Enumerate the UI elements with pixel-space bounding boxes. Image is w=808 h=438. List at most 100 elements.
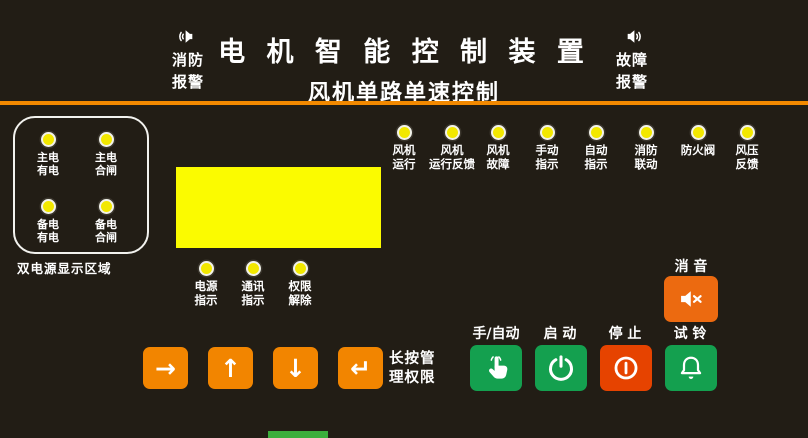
indicator-comm: 通讯 指示 <box>227 261 279 307</box>
indicator-label: 备电 <box>37 218 59 231</box>
indicator-label: 电源 <box>194 279 218 293</box>
test-bell-button[interactable] <box>665 345 717 391</box>
manual-auto-label: 手/自动 <box>472 326 520 342</box>
mute-label: 消 音 <box>674 259 708 275</box>
fault-alarm: 故障 报警 <box>606 25 658 93</box>
indicator-label: 故障 <box>486 156 510 171</box>
lcd-display <box>176 167 381 248</box>
fan-fault-led <box>490 125 506 140</box>
manual-led <box>539 125 555 140</box>
tap-hand-icon <box>488 356 508 379</box>
fire-alarm: 消防 报警 <box>162 25 214 93</box>
indicator-label: 自动 <box>584 143 608 157</box>
power-led <box>198 261 214 276</box>
bell-icon <box>680 356 702 379</box>
nav-hint-line1: 长按管 <box>389 351 436 367</box>
indicator-label: 风压 <box>735 143 759 157</box>
indicator-fan-run: 风机 运行 <box>378 125 430 171</box>
indicator-label: 风机 <box>486 143 510 157</box>
fault-alarm-label-line1: 故障 <box>615 51 648 69</box>
title-block: 电 机 智 能 控 制 装 置 风机单路单速控制 <box>0 30 808 107</box>
indicator-label: 运行反馈 <box>429 156 475 171</box>
bottom-edge-strip <box>268 431 328 438</box>
manual-auto-button[interactable] <box>470 345 522 391</box>
indicator-permission: 权限 解除 <box>274 261 326 307</box>
indicator-main-power-closed: 主电 合闸 <box>78 132 134 177</box>
indicator-label: 权限 <box>288 279 312 293</box>
fault-alarm-label-line2: 报警 <box>615 73 648 91</box>
indicator-auto: 自动 指示 <box>570 125 622 171</box>
permission-led <box>292 261 308 276</box>
nav-hint: 长按管 理权限 <box>389 350 436 388</box>
indicator-fan-run-feedback: 风机 运行反馈 <box>426 125 478 171</box>
indicator-label: 解除 <box>288 292 312 307</box>
device-title: 电 机 智 能 控 制 装 置 <box>218 37 590 68</box>
fire-damper-led <box>690 125 706 140</box>
indicator-label: 防火阀 <box>680 143 716 157</box>
indicator-label: 指示 <box>241 292 265 307</box>
indicator-power: 电源 指示 <box>180 261 232 307</box>
indicator-label: 主电 <box>95 151 117 164</box>
dual-power-panel: 主电 有电 主电 合闸 备电 有电 备电 合闸 <box>13 116 149 254</box>
nav-enter-button[interactable]: ↵ <box>338 347 383 389</box>
enter-arrow-icon: ↵ <box>350 353 371 383</box>
indicator-label: 指示 <box>584 156 608 171</box>
up-arrow-icon: ↑ <box>220 353 241 383</box>
indicator-label: 合闸 <box>95 231 117 244</box>
indicator-label: 有电 <box>37 164 59 177</box>
indicator-label: 运行 <box>392 156 416 171</box>
indicator-label: 消防 <box>634 143 658 157</box>
comm-led <box>245 261 261 276</box>
stop-circle-icon <box>614 356 638 380</box>
down-arrow-icon: ↓ <box>285 353 306 383</box>
fire-linkage-led <box>638 125 654 140</box>
indicator-label: 风机 <box>392 143 416 157</box>
nav-up-button[interactable]: ↑ <box>208 347 253 389</box>
power-icon <box>549 355 573 381</box>
fan-run-led <box>396 125 412 140</box>
air-pressure-feedback-led <box>739 125 755 140</box>
indicator-label: 合闸 <box>95 164 117 177</box>
fire-alarm-label-line1: 消防 <box>171 51 204 69</box>
mute-speaker-icon <box>681 291 702 307</box>
nav-down-button[interactable]: ↓ <box>273 347 318 389</box>
indicator-backup-power-on: 备电 有电 <box>20 199 76 244</box>
indicator-label: 主电 <box>37 151 59 164</box>
indicator-fire-damper: 防火阀 <box>672 125 724 158</box>
dual-power-caption: 双电源显示区域 <box>17 261 112 276</box>
stop-label: 停 止 <box>608 326 642 342</box>
indicator-fan-fault: 风机 故障 <box>472 125 524 171</box>
nav-hint-line2: 理权限 <box>389 370 436 386</box>
indicator-manual: 手动 指示 <box>521 125 573 171</box>
start-label: 启 动 <box>543 326 577 342</box>
indicator-backup-power-closed: 备电 合闸 <box>78 199 134 244</box>
indicator-label: 联动 <box>634 156 658 171</box>
indicator-label: 有电 <box>37 231 59 244</box>
fire-alarm-label-line2: 报警 <box>171 73 204 91</box>
test-bell-label: 试 铃 <box>673 326 707 342</box>
indicator-label: 通讯 <box>241 279 265 293</box>
backup-power-closed-led <box>98 199 114 214</box>
start-button[interactable] <box>535 345 587 391</box>
indicator-main-power-on: 主电 有电 <box>20 132 76 177</box>
fault-alarm-speaker-icon <box>627 30 641 43</box>
right-arrow-icon: → <box>155 353 176 383</box>
auto-led <box>588 125 604 140</box>
stop-button[interactable] <box>600 345 652 391</box>
nav-right-button[interactable]: → <box>143 347 188 389</box>
indicator-label: 风机 <box>440 143 464 157</box>
indicator-label: 手动 <box>535 143 559 157</box>
indicator-label: 备电 <box>95 218 117 231</box>
indicator-air-pressure-feedback: 风压 反馈 <box>721 125 773 171</box>
fan-run-feedback-led <box>444 125 460 140</box>
indicator-label: 反馈 <box>735 156 759 171</box>
backup-power-on-led <box>40 199 56 214</box>
mute-button[interactable] <box>664 276 718 322</box>
fire-alarm-speaker-icon <box>179 30 193 43</box>
indicator-label: 指示 <box>535 156 559 171</box>
indicator-fire-linkage: 消防 联动 <box>620 125 672 171</box>
main-power-closed-led <box>98 132 114 147</box>
main-power-on-led <box>40 132 56 147</box>
header-divider <box>0 101 808 105</box>
